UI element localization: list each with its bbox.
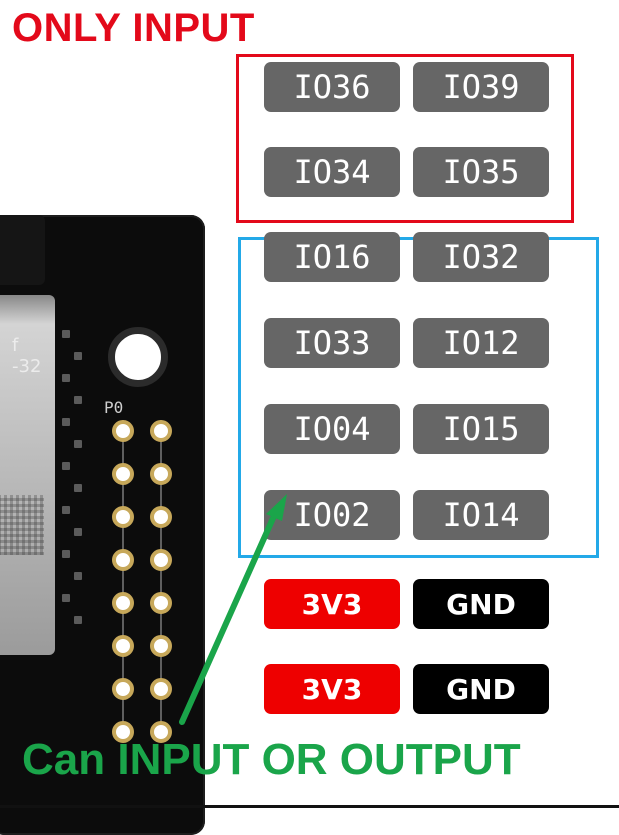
header-pin [112,592,134,614]
pin-label: IO12 [413,318,549,368]
mounting-hole [108,327,168,387]
smd-pad [62,374,70,382]
smd-pad [62,330,70,338]
esp32-module: f-32 [0,295,55,655]
pin-label: IO04 [264,404,400,454]
smd-pad [74,528,82,536]
header-pin [150,635,172,657]
header-pin [150,420,172,442]
header-pin [150,678,172,700]
header-pin [150,721,172,743]
pin-label: IO39 [413,62,549,112]
smd-pad [74,484,82,492]
header-pin [112,635,134,657]
pin-label: IO14 [413,490,549,540]
pin-label: IO35 [413,147,549,197]
silkscreen-label: P0 [104,398,124,417]
header-pin [112,678,134,700]
smd-pad [62,462,70,470]
pin-trace [122,420,124,740]
header-pin [112,549,134,571]
pin-label: IO33 [264,318,400,368]
power-3v3-label: 3V3 [264,664,400,714]
smd-pad [74,572,82,580]
smd-pad [62,506,70,514]
smd-pad [62,594,70,602]
smd-pad [74,396,82,404]
header-pin [112,463,134,485]
header-pin [112,506,134,528]
smd-pad [62,418,70,426]
pin-trace [160,420,162,740]
pin-label: IO34 [264,147,400,197]
header-pin [112,721,134,743]
input-or-output-heading: Can INPUT OR OUTPUT [22,735,521,784]
pin-label: IO36 [264,62,400,112]
module-qr-code [0,495,44,555]
header-pin [150,549,172,571]
smd-pad [74,616,82,624]
pin-label: IO15 [413,404,549,454]
pin-label: IO02 [264,490,400,540]
pin-label: IO32 [413,232,549,282]
gnd-label: GND [413,664,549,714]
smd-pad [74,352,82,360]
header-pin [112,420,134,442]
bottom-divider [0,805,619,808]
module-text: f-32 [12,335,42,377]
power-3v3-label: 3V3 [264,579,400,629]
smd-pad [74,440,82,448]
only-input-heading: ONLY INPUT [12,6,255,50]
gnd-label: GND [413,579,549,629]
header-pin [150,506,172,528]
arrow-icon [179,494,287,725]
header-pin [150,463,172,485]
header-pin [150,592,172,614]
pin-label: IO16 [264,232,400,282]
pcb-antenna-area [0,215,45,285]
input-only-box [236,54,574,223]
smd-pad [62,550,70,558]
